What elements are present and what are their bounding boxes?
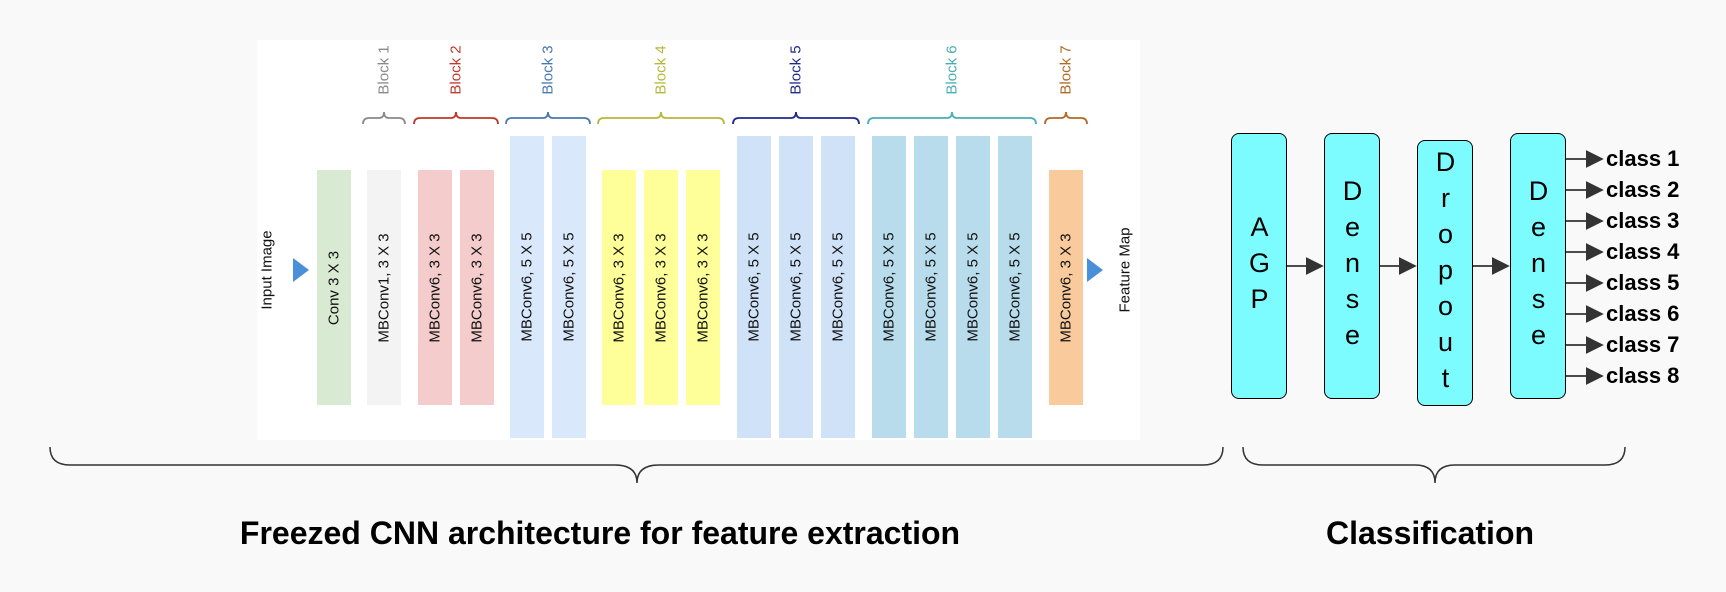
classifier-layer-box: Dropout (1417, 140, 1473, 406)
block-brace (413, 111, 499, 125)
cnn-layer: MBConv6, 5 X 5 (914, 136, 948, 438)
block-brace (867, 111, 1037, 125)
block-brace (505, 111, 591, 125)
cnn-layer: MBConv6, 3 X 3 (686, 170, 720, 405)
block-brace (1044, 111, 1088, 125)
cnn-layer: MBConv6, 5 X 5 (956, 136, 990, 438)
cnn-caption: Freezed CNN architecture for feature ext… (239, 515, 961, 551)
input-arrow-icon (293, 258, 309, 282)
classifier-layer-box: Dense (1324, 133, 1380, 399)
block-brace (597, 111, 725, 125)
class-label: class 2 (1606, 177, 1680, 202)
class-label: class 7 (1606, 332, 1680, 357)
class-label: class 8 (1606, 363, 1680, 388)
cnn-layer: MBConv6, 5 X 5 (821, 136, 855, 438)
cnn-layer: MBConv6, 3 X 3 (1049, 170, 1083, 405)
block-brace (732, 111, 860, 125)
class-label: class 6 (1606, 301, 1680, 326)
block-brace (362, 111, 406, 125)
classification-caption: Classification (1325, 515, 1535, 551)
class-label: class 5 (1606, 270, 1680, 295)
class-label: class 3 (1606, 208, 1680, 233)
cnn-layer: Conv 3 X 3 (317, 170, 351, 405)
classification-brace (1242, 446, 1626, 484)
cnn-layer: MBConv6, 5 X 5 (552, 136, 586, 438)
cnn-layer: MBConv6, 5 X 5 (510, 136, 544, 438)
classifier-layer-box: Dense (1510, 133, 1566, 399)
class-label: class 4 (1606, 239, 1680, 264)
cnn-layer: MBConv6, 5 X 5 (737, 136, 771, 438)
classifier-layer-box: AGP (1231, 133, 1287, 399)
cnn-layer: MBConv6, 3 X 3 (602, 170, 636, 405)
cnn-layer: MBConv6, 5 X 5 (872, 136, 906, 438)
cnn-layer: MBConv6, 3 X 3 (418, 170, 452, 405)
output-arrow-icon (1087, 258, 1103, 282)
cnn-layer: MBConv6, 5 X 5 (998, 136, 1032, 438)
classifier-layer-label: Dropout (1430, 147, 1461, 399)
classifier-layer-label: Dense (1337, 176, 1368, 356)
classifier-layer-label: AGP (1244, 212, 1275, 320)
cnn-brace (49, 446, 1224, 484)
cnn-layer: MBConv6, 3 X 3 (460, 170, 494, 405)
cnn-layer: MBConv6, 3 X 3 (644, 170, 678, 405)
class-label: class 1 (1606, 146, 1680, 171)
classifier-layer-label: Dense (1523, 176, 1554, 356)
cnn-layer: MBConv1, 3 X 3 (367, 170, 401, 405)
block-braces (293, 111, 1103, 282)
cnn-layer: MBConv6, 5 X 5 (779, 136, 813, 438)
